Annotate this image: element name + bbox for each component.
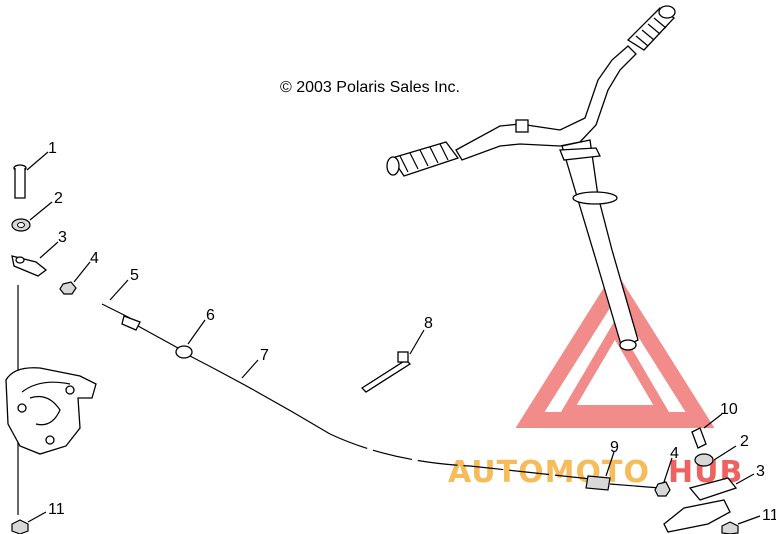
nut-11-right <box>721 521 739 534</box>
callouts: 1 2 3 4 5 6 7 8 9 4 10 2 3 11 11 <box>48 140 776 524</box>
washer-2-left <box>11 218 31 232</box>
callout-7: 7 <box>260 347 269 364</box>
callout-2-right: 2 <box>740 433 749 450</box>
handlebar-assembly <box>386 5 676 351</box>
bracket-3-left <box>11 255 48 277</box>
bracket-3-right <box>688 477 738 501</box>
throttle-housing <box>5 367 97 455</box>
nut-11-left <box>11 519 29 534</box>
callout-6: 6 <box>206 307 215 324</box>
copyright-notice: © 2003 Polaris Sales Inc. <box>280 79 460 96</box>
bolt-10 <box>691 427 707 449</box>
washer-2-right <box>694 453 714 467</box>
leader-lines <box>26 151 761 525</box>
nut-4-left <box>59 281 77 295</box>
callout-4-right: 4 <box>670 445 679 462</box>
callout-11-right: 11 <box>762 507 776 524</box>
nut-4-right <box>654 481 671 497</box>
callout-3-right: 3 <box>756 463 765 480</box>
cable-tie-8 <box>360 351 412 393</box>
callout-10: 10 <box>720 401 738 418</box>
steering-column <box>561 139 639 349</box>
bolt-1 <box>13 164 27 199</box>
callout-11-left: 11 <box>48 501 65 518</box>
callout-5: 5 <box>130 267 139 284</box>
throttle-cable <box>101 303 661 491</box>
callout-8: 8 <box>424 315 433 332</box>
handlebar <box>455 45 637 161</box>
watermark-triangle-outer <box>515 269 715 428</box>
callout-3-left: 3 <box>58 229 67 246</box>
callout-4-left: 4 <box>90 250 99 267</box>
watermark-logo <box>515 269 715 428</box>
mount-plate <box>663 499 731 533</box>
right-parts <box>654 427 739 534</box>
callout-9: 9 <box>610 439 619 456</box>
watermark-triangle-inner <box>559 320 671 415</box>
callout-2-left: 2 <box>54 190 63 207</box>
callout-1: 1 <box>48 140 57 157</box>
